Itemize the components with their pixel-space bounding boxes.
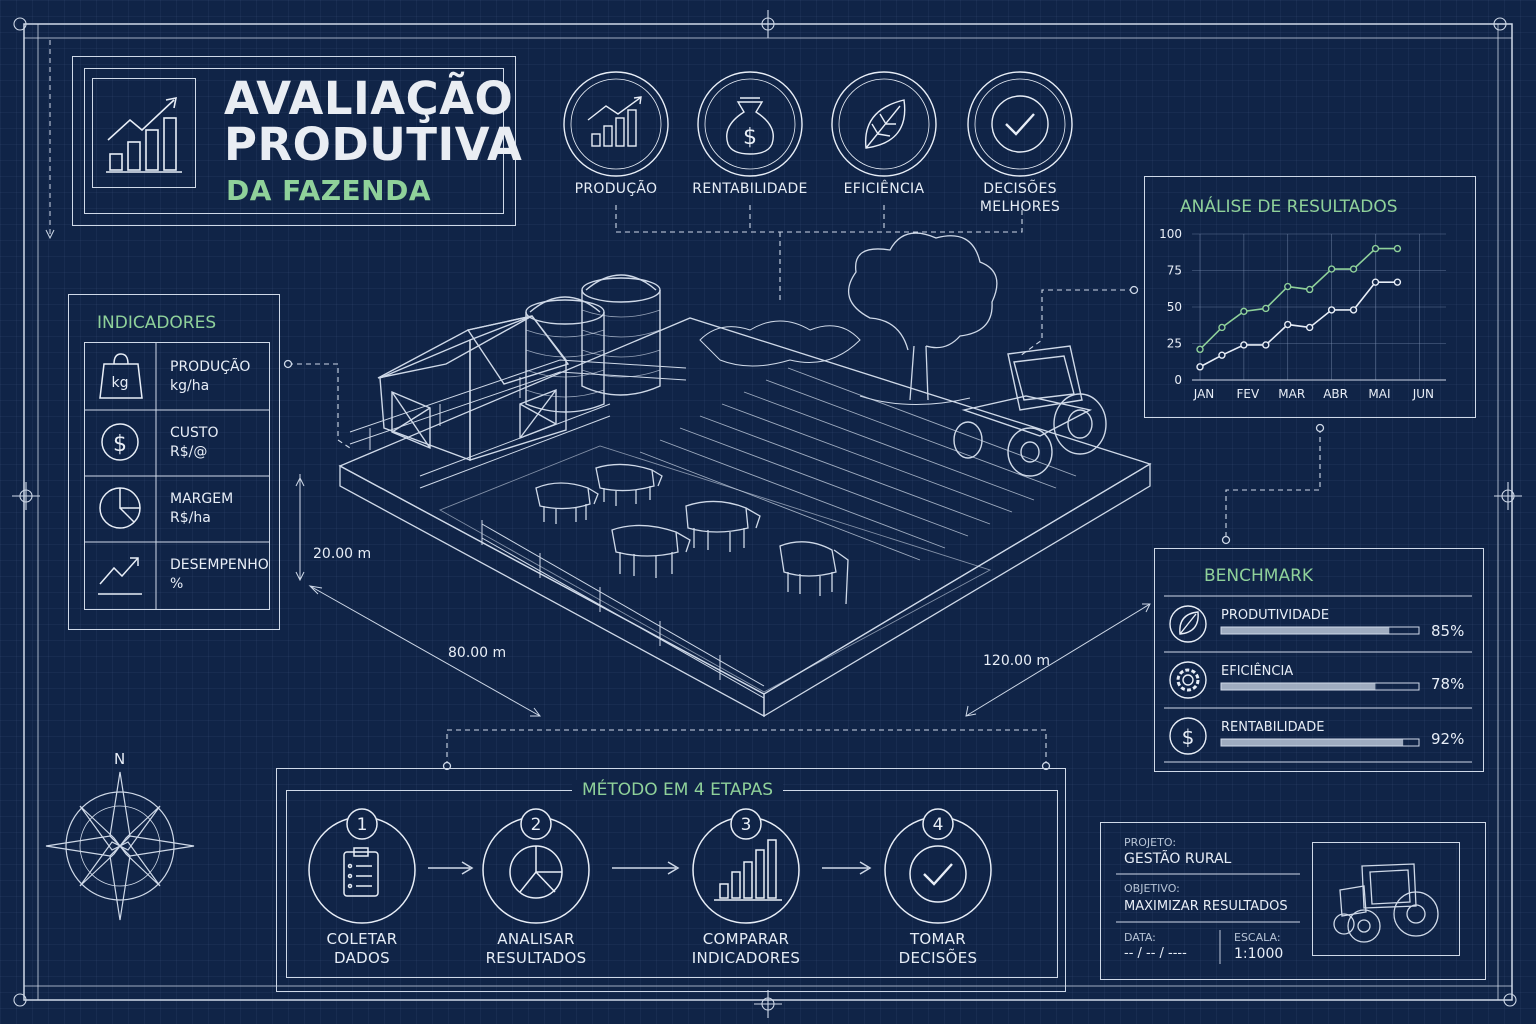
project-tractor-frame [1312, 842, 1460, 956]
dimension-width: 80.00 m [448, 645, 507, 661]
cattle [535, 463, 849, 605]
frame-markers [12, 10, 1522, 1018]
objective-label: OBJETIVO: [1124, 882, 1180, 895]
step-4-line1: TOMAR [909, 930, 967, 948]
dimension-height: 20.00 m [313, 546, 372, 562]
indicators-panel [68, 294, 280, 630]
indicator-unit-margem: R$/ha [170, 510, 211, 526]
step-4-line2: DECISÕES [898, 949, 978, 967]
project-title-block [1100, 822, 1486, 980]
indicator-name-custo: CUSTO [170, 425, 219, 441]
scale-label: ESCALA: [1234, 931, 1281, 944]
pillar-label-rentabilidade: RENTABILIDADE [692, 181, 808, 197]
indicators-title: INDICADORES [97, 313, 217, 333]
dimension-length: 120.00 m [983, 653, 1051, 669]
benchmark-value-produtividade: 85% [1431, 622, 1465, 640]
indicator-unit-desempenho: % [170, 576, 184, 592]
tractor-illustration [953, 345, 1107, 477]
benchmark-label-rentabilidade: RENTABILIDADE [1221, 720, 1325, 735]
step-1-line1: COLETAR [326, 930, 398, 948]
title-panel-inner [84, 68, 504, 214]
title-block-tractor [1333, 863, 1439, 943]
connector-lines [288, 205, 1321, 766]
step-1-line2: DADOS [334, 949, 390, 967]
benchmark-value-eficiencia: 78% [1431, 675, 1465, 693]
step-2-line1: ANALISAR [497, 930, 575, 948]
objective-value: MAXIMIZAR RESULTADOS [1124, 899, 1288, 914]
tree [848, 232, 998, 406]
method-panel [276, 768, 1066, 992]
chart-panel [1144, 176, 1476, 418]
benchmark-panel [1154, 548, 1484, 772]
step-3-line2: INDICADORES [691, 949, 801, 967]
indicator-name-desempenho: DESEMPENHO [170, 557, 269, 573]
benchmark-value-rentabilidade: 92% [1431, 730, 1465, 748]
project-label: PROJETO: [1124, 836, 1177, 849]
benchmark-label-eficiencia: EFICIÊNCIA [1221, 664, 1294, 679]
indicator-name-margem: MARGEM [170, 491, 234, 507]
date-value: -- / -- / ---- [1124, 946, 1187, 961]
page-title-line2: PRODUTIVA [224, 118, 523, 171]
page-title-line1: AVALIAÇÃO [224, 72, 514, 125]
pillar-label-melhores: MELHORES [979, 199, 1061, 215]
project-value: GESTÃO RURAL [1124, 851, 1232, 867]
pillar-label-producao: PRODUÇÃO [574, 181, 658, 197]
compass-rose [45, 771, 195, 921]
title-panel [72, 56, 516, 226]
crop-rows [639, 367, 1077, 561]
fence [349, 359, 765, 699]
page-subtitle: DA FAZENDA [226, 174, 432, 207]
scale-value: 1:1000 [1234, 946, 1284, 962]
indicator-unit-producao: kg/ha [170, 378, 210, 394]
pillar-label-eficiencia: EFICIÊNCIA [843, 181, 925, 197]
benchmark-title: BENCHMARK [1204, 566, 1314, 586]
chart-title: ANÁLISE DE RESULTADOS [1180, 197, 1398, 217]
method-title: MÉTODO EM 4 ETAPAS [572, 780, 784, 800]
benchmark-label-produtividade: PRODUTIVIDADE [1221, 608, 1330, 623]
barn [377, 315, 570, 462]
date-label: DATA: [1124, 931, 1156, 944]
indicator-unit-custo: R$/@ [170, 444, 208, 460]
pillar-label-decisoes: DECISÕES [983, 181, 1057, 197]
indicator-name-producao: PRODUÇÃO [170, 359, 251, 375]
step-2-line2: RESULTADOS [485, 949, 587, 967]
title-icon-frame [92, 78, 196, 188]
silos [525, 274, 661, 413]
step-3-line1: COMPARAR [702, 930, 790, 948]
farm-isometric [295, 232, 1152, 718]
compass-north-label: N [114, 750, 126, 768]
method-arrows [428, 861, 872, 875]
